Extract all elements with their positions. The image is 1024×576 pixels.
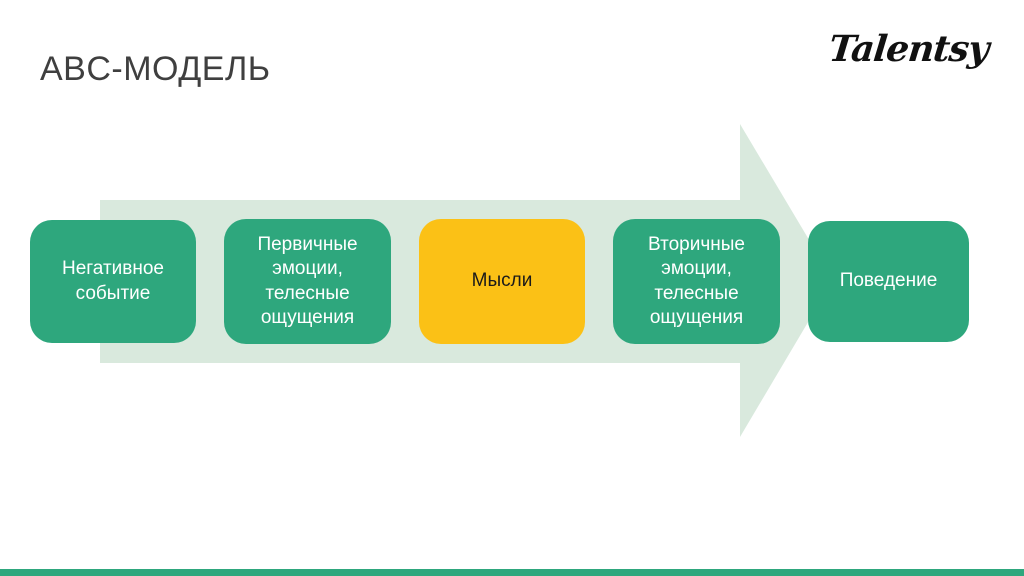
box-secondary-emotions: Вторичные эмоции, телесные ощущения xyxy=(613,219,780,344)
talentsy-logo: Talentsy xyxy=(826,28,991,70)
box-primary-emotions-label: Первичные эмоции, телесные ощущения xyxy=(257,233,358,328)
box-negative-event: Негативное событие xyxy=(30,220,196,343)
slide-title: ABC-МОДЕЛЬ xyxy=(40,50,271,88)
footer-accent-bar xyxy=(0,569,1024,576)
box-secondary-emotions-label: Вторичные эмоции, телесные ощущения xyxy=(648,233,745,328)
box-thoughts: Мысли xyxy=(419,219,585,344)
box-primary-emotions: Первичные эмоции, телесные ощущения xyxy=(224,219,391,344)
box-negative-event-label: Негативное событие xyxy=(62,258,164,304)
box-thoughts-label: Мысли xyxy=(471,270,533,292)
box-behavior: Поведение xyxy=(808,221,969,342)
box-behavior-label: Поведение xyxy=(839,270,938,292)
